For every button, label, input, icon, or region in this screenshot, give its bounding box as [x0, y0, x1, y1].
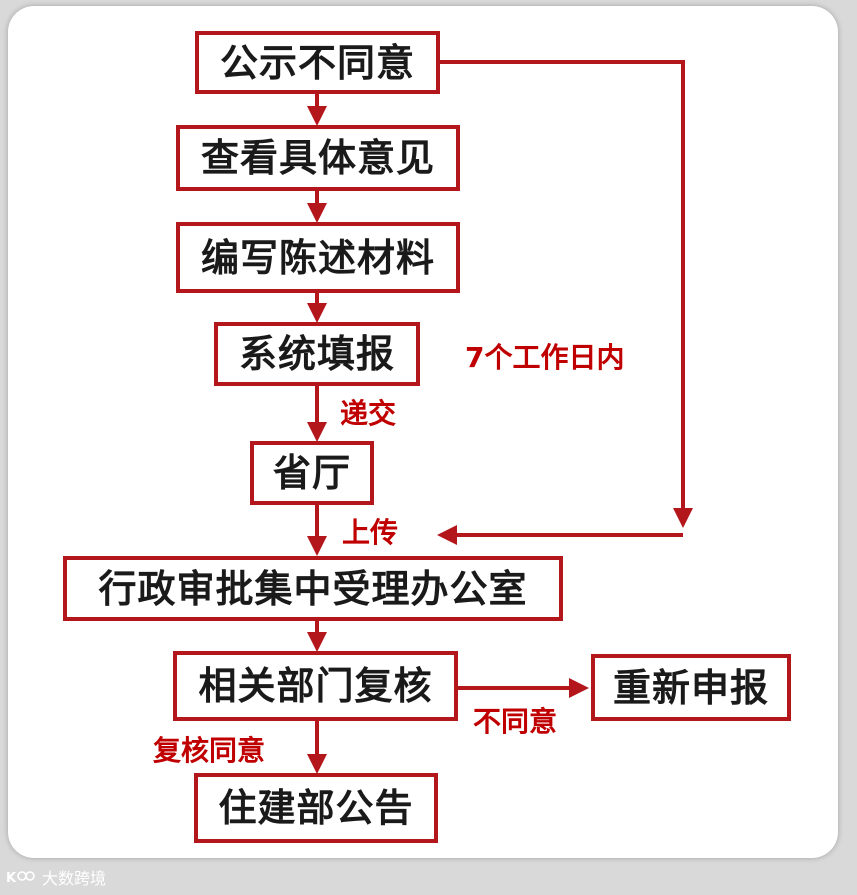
- node-mohurd-notice: 住建部公告: [194, 773, 438, 843]
- node-province-dept: 省厅: [250, 441, 374, 505]
- watermark-logo-icon: K: [6, 871, 35, 886]
- node-reapply: 重新申报: [591, 654, 791, 721]
- label-upload: 上传: [342, 516, 399, 549]
- svg-text:K: K: [6, 871, 17, 886]
- watermark-text: 大数跨境: [42, 869, 107, 888]
- node-system-fill: 系统填报: [214, 322, 420, 386]
- connector-n1-right: [440, 60, 685, 520]
- label-seven-workdays: 7个工作日内: [465, 341, 625, 374]
- watermark: K 大数跨境: [6, 866, 106, 888]
- node-dept-review: 相关部门复核: [173, 651, 458, 721]
- label-submit: 递交: [340, 397, 397, 430]
- node-public-disagree: 公示不同意: [195, 31, 440, 94]
- label-review-agree: 复核同意: [153, 734, 266, 767]
- node-write-statement: 编写陈述材料: [176, 222, 460, 293]
- label-disagree: 不同意: [473, 705, 558, 738]
- node-admin-office: 行政审批集中受理办公室: [63, 556, 563, 621]
- node-view-opinions: 查看具体意见: [176, 125, 460, 191]
